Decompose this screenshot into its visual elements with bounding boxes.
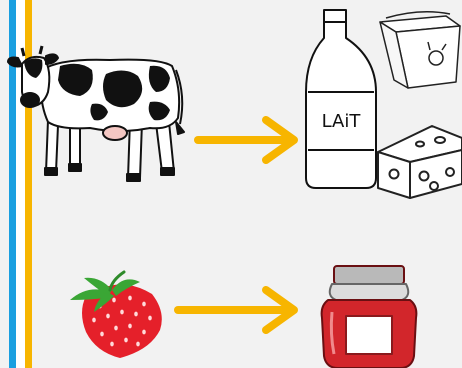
arrow-icon [178,290,294,330]
cheese-icon [378,126,462,198]
jam-jar-icon [322,266,417,368]
strawberry-icon [70,272,162,358]
cow-icon [8,46,184,181]
yogurt-cup-icon [380,12,460,88]
arrow-icon [198,120,294,160]
milk-bottle-icon [306,10,376,188]
milk-bottle-label: LAiT [322,111,362,132]
